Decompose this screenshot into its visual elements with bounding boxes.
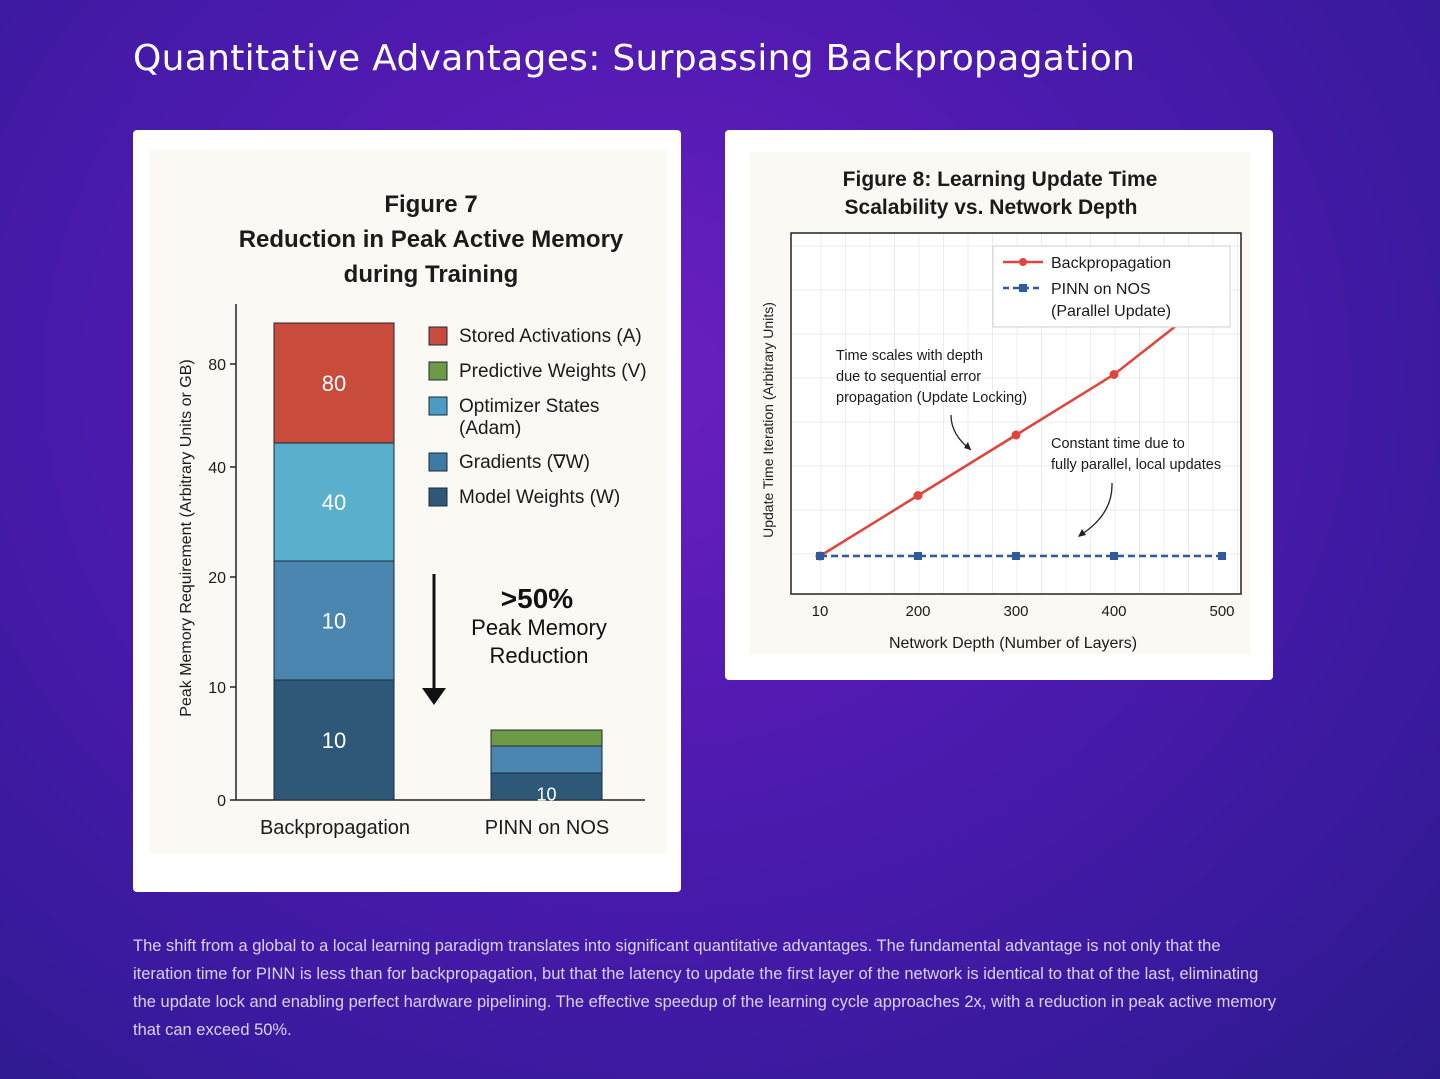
legend-pinn-marker [1019, 284, 1027, 292]
backprop-data-point [1011, 430, 1021, 440]
figure8-legend-box [992, 245, 1231, 328]
backprop-data-point [913, 491, 923, 500]
figure7-title-line1: Figure 7 [384, 191, 477, 218]
figure7-legend-swatch [428, 361, 448, 381]
figure8-x-tick-label: 200 [905, 603, 930, 620]
figure7-bar-segment [273, 560, 395, 681]
figure7-legend-label: Optimizer States [459, 396, 599, 417]
figure7-legend-label: Stored Activations (A) [459, 326, 642, 347]
figure7-title-line2: Reduction in Peak Active Memory [239, 226, 624, 253]
legend-backprop-label: Backpropagation [1051, 255, 1171, 272]
figure7-legend-label-line2: (Adam) [459, 418, 521, 439]
figure8-x-tick-label: 300 [1003, 603, 1028, 620]
figure8-y-axis-label: Update Time Iteration (Arbitrary Units) [760, 302, 776, 538]
figure7-legend-swatch [428, 326, 448, 346]
figure7-bar-value-label: 10 [322, 728, 346, 753]
figure7-bar-segment [273, 322, 395, 444]
annotation-parallel-arrow [1078, 482, 1113, 537]
annotation-sequential-arrowhead [964, 442, 971, 450]
figure7-legend-swatch [428, 487, 448, 507]
figure7-bar-value-label: 10 [536, 785, 556, 805]
figure7-bar-segment [490, 772, 603, 801]
figure7-category-label: PINN on NOS [485, 817, 609, 839]
reduction-label-line2: Reduction [489, 643, 588, 668]
figure8-title-line1: Figure 8: Learning Update Time [843, 168, 1158, 191]
pinn-data-point [1012, 552, 1020, 560]
body-paragraph: The shift from a global to a local learn… [133, 937, 1277, 1039]
figure7-bar-segment [273, 679, 395, 801]
pinn-data-point [914, 552, 922, 560]
figure8-title-line2: Scalability vs. Network Depth [845, 196, 1138, 219]
pinn-data-point [816, 552, 824, 560]
legend-pinn-label-line2: (Parallel Update) [1051, 303, 1171, 320]
figure7-y-tick-label: 80 [208, 357, 226, 374]
annotation-parallel-line1: Constant time due to [1051, 436, 1185, 452]
figure7-bars: 10 10 40 80 10 [273, 322, 603, 805]
pinn-data-point [1218, 552, 1226, 560]
figure7-bar-value-label: 40 [322, 490, 346, 515]
figure7-y-tick-label: 20 [208, 570, 226, 587]
reduction-label-line1: Peak Memory [471, 615, 607, 640]
figure7-card: Figure 7 Reduction in Peak Active Memory… [133, 130, 681, 892]
figure7-y-axis-label: Peak Memory Requirement (Arbitrary Units… [178, 359, 195, 716]
annotation-sequential-line3: propagation (Update Locking) [836, 390, 1027, 406]
figure8-card: Figure 8: Learning Update Time Scalabili… [725, 130, 1273, 680]
figure7-bar-value-label: 10 [322, 609, 346, 634]
figure7-legend-swatch [428, 396, 448, 416]
legend-backprop-marker [1019, 258, 1027, 266]
annotation-parallel-arrowhead [1078, 529, 1086, 537]
annotation-sequential-line2: due to sequential error [836, 369, 981, 385]
annotation-parallel-line2: fully parallel, local updates [1051, 457, 1221, 473]
figure7-y-ticks: 0 10 20 40 80 [208, 357, 236, 810]
legend-pinn-label: PINN on NOS [1051, 281, 1151, 298]
figure8-x-axis-label: Network Depth (Number of Layers) [889, 635, 1137, 652]
figure8-x-tick-label: 10 [812, 603, 829, 620]
figure7-bar-value-label: 80 [322, 371, 346, 396]
figure8-x-ticks: 10 200 300 400 500 [812, 603, 1235, 620]
figure8-chart: Figure 8: Learning Update Time Scalabili… [749, 152, 1251, 654]
page-title: Quantitative Advantages: Surpassing Back… [133, 38, 1136, 79]
figure7-legend-swatch [428, 452, 448, 472]
reduction-percentage: >50% [501, 583, 573, 614]
reduction-arrow-head [422, 688, 446, 705]
figure7-title-line3: during Training [344, 261, 519, 288]
figure8-x-tick-label: 500 [1209, 603, 1234, 620]
annotation-sequential-line1: Time scales with depth [836, 348, 983, 364]
figure7-y-tick-label: 0 [217, 793, 226, 810]
backprop-data-point [1109, 370, 1119, 379]
figure7-category-label: Backpropagation [260, 817, 410, 839]
figure7-bar-segment [490, 745, 603, 774]
figure7-legend-label: Predictive Weights (V) [459, 361, 647, 382]
figure7-y-tick-label: 10 [208, 680, 226, 697]
figure7-bar-segment [490, 729, 603, 747]
figure7-legend-label: Gradients (∇W) [459, 452, 590, 473]
figure8-x-tick-label: 400 [1101, 603, 1126, 620]
pinn-data-point [1110, 552, 1118, 560]
figure7-x-labels: Backpropagation PINN on NOS [260, 817, 609, 839]
figure7-legend-label: Model Weights (W) [459, 487, 620, 508]
figure7-y-tick-label: 40 [208, 460, 226, 477]
figure7-legend: Stored Activations (A) Predictive Weights… [428, 326, 647, 508]
figure7-bar-segment [273, 442, 395, 562]
figure7-chart: Figure 7 Reduction in Peak Active Memory… [149, 149, 667, 853]
